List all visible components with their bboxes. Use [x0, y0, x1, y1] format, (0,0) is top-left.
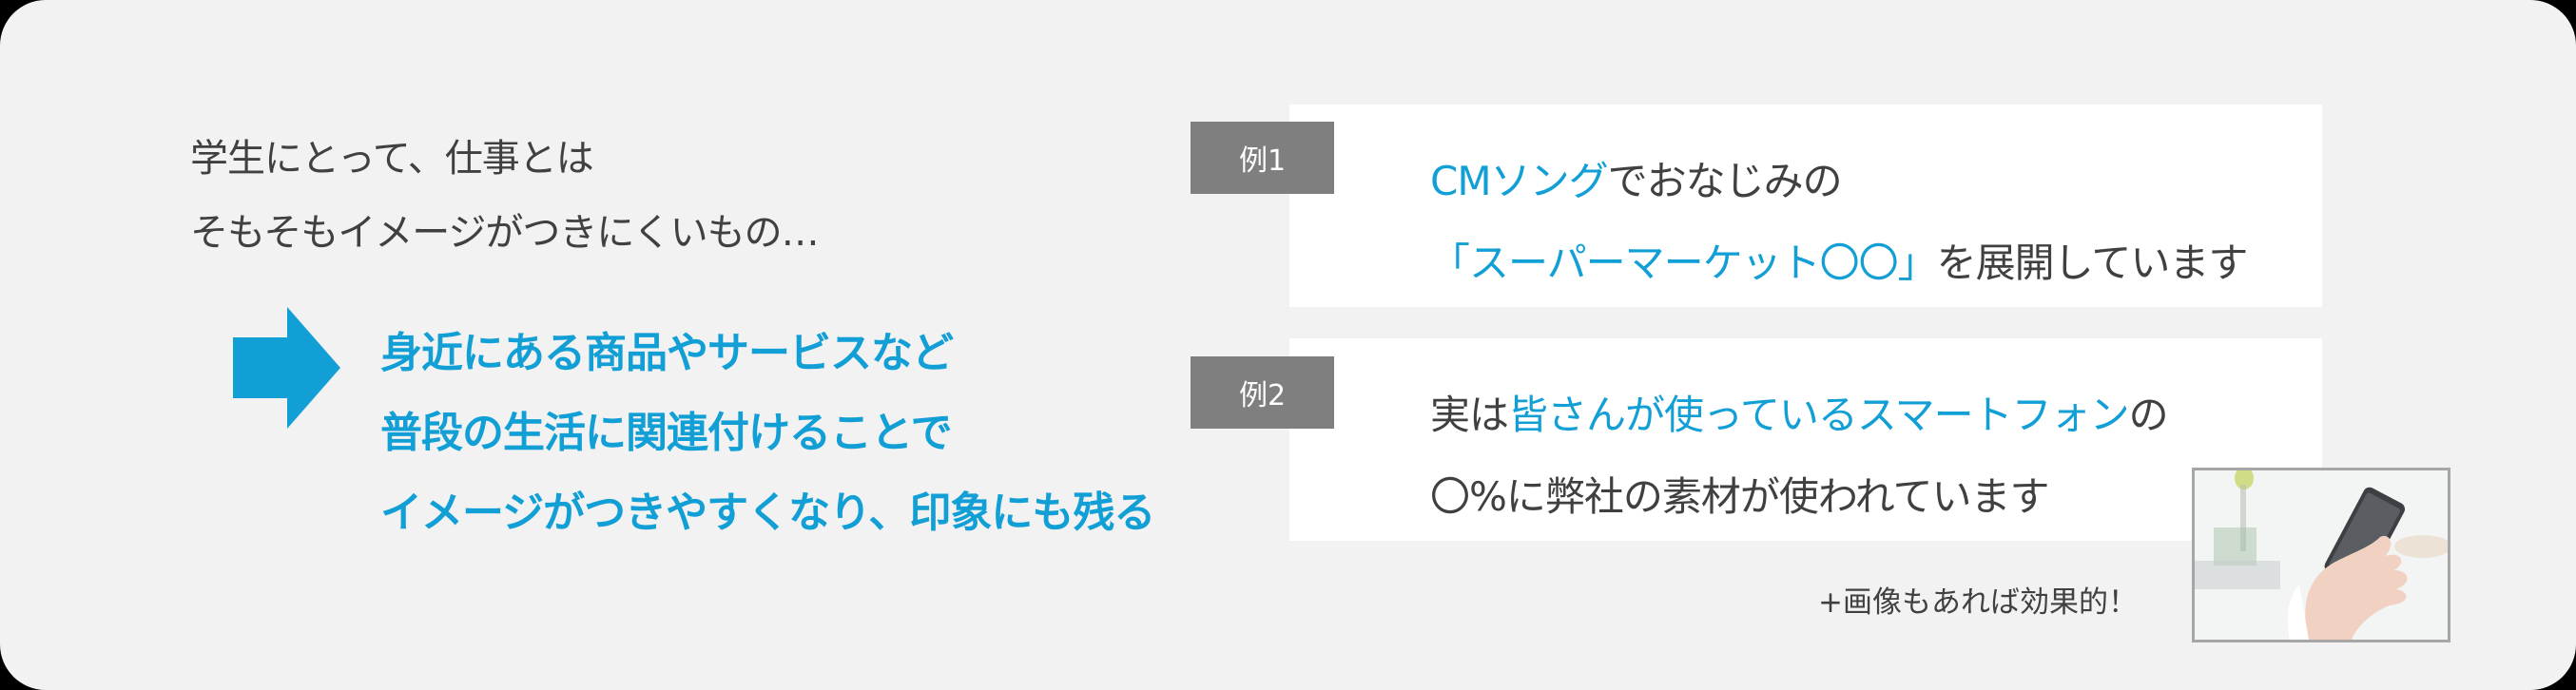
example-label-2: 例2	[1191, 356, 1334, 429]
example-2-line-2: 〇%に弊社の素材が使われています	[1430, 473, 2050, 520]
example-label-1: 例1	[1191, 122, 1334, 194]
intro-line: 学生にとって、仕事とは	[190, 137, 594, 181]
example-1-text: CMソングでおなじみの 「スーパーマーケット〇〇」を展開しています	[1430, 141, 2249, 304]
body-text: でおなじみの	[1607, 158, 1843, 204]
conclusion-text: 身近にある商品やサービスなど 普段の生活に関連付けることで イメージがつきやすく…	[380, 314, 1155, 553]
intro-line: そもそもイメージがつきにくいもの…	[190, 211, 820, 255]
example-1-line-1: CMソングでおなじみの	[1430, 141, 2247, 222]
body-text: 実は	[1430, 392, 1509, 438]
conclusion-line: 身近にある商品やサービスなど	[380, 329, 954, 377]
example-2-line-1: 実は皆さんが使っているスマートフォンの	[1430, 374, 2169, 456]
body-text: を展開しています	[1936, 240, 2249, 286]
example-1-line-2: 「スーパーマーケット〇〇」を展開しています	[1430, 222, 2249, 304]
highlight-text: 「スーパーマーケット〇〇」	[1430, 240, 1938, 286]
example-2-text: 実は皆さんが使っているスマートフォンの 〇%に弊社の素材が使われています	[1430, 374, 2169, 538]
conclusion-line: イメージがつきやすくなり、印象にも残る	[380, 489, 1155, 537]
body-text: の	[2128, 392, 2169, 438]
conclusion-line: 普段の生活に関連付けることで	[380, 409, 953, 457]
highlight-text: CMソング	[1430, 158, 1609, 204]
intro-text: 学生にとって、仕事とは そもそもイメージがつきにくいもの…	[190, 122, 820, 270]
highlight-text: 皆さんが使っているスマートフォン	[1508, 392, 2130, 438]
smartphone-hand-icon	[2195, 470, 2448, 640]
example-card-1: CMソングでおなじみの 「スーパーマーケット〇〇」を展開しています	[1289, 105, 2322, 307]
image-note: +画像もあれば効果的！	[1818, 585, 2138, 620]
smartphone-photo	[2192, 468, 2450, 642]
example-card-2: 実は皆さんが使っているスマートフォンの 〇%に弊社の素材が使われています	[1289, 338, 2322, 541]
right-arrow-icon	[233, 307, 340, 429]
